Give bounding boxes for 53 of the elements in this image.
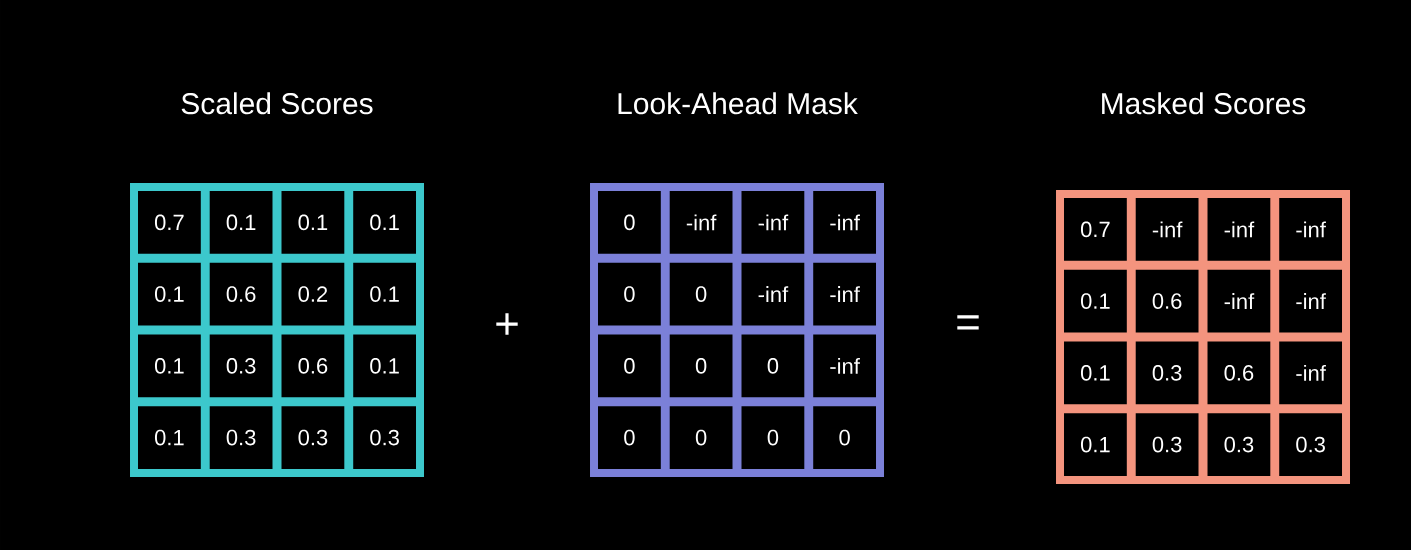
matrix-cell: 0 (598, 191, 661, 254)
matrix-cell: 0 (741, 406, 805, 469)
matrix-cell: 0.1 (209, 191, 273, 254)
operator-sign: = (957, 315, 979, 330)
matrix-cell: -inf (741, 262, 805, 326)
matrix-cell: 0.1 (353, 334, 416, 398)
matrix-cell: 0.7 (1064, 198, 1127, 261)
matrix-cell: 0.3 (353, 406, 416, 469)
matrix-cell: -inf (1207, 269, 1271, 333)
matrix-cell: 0.2 (281, 262, 345, 326)
matrix-cell: 0.1 (138, 334, 201, 398)
matrix-cell: 0.1 (1064, 413, 1127, 476)
matrix-cell: 0.3 (1135, 341, 1199, 405)
matrix-cell: -inf (741, 191, 805, 254)
matrix-cell: 0.6 (1207, 341, 1271, 405)
matrix-cell: 0.1 (1064, 341, 1127, 405)
matrix-cell: 0.1 (138, 406, 201, 469)
matrix-cell: 0 (741, 334, 805, 398)
matrix-cell: 0 (598, 334, 661, 398)
matrix-cell: -inf (813, 334, 876, 398)
matrix-cell: 0 (598, 406, 661, 469)
matrix-cell: 0.1 (353, 191, 416, 254)
matrix-cell: -inf (1279, 198, 1342, 261)
matrix-cell: 0.6 (1135, 269, 1199, 333)
matrix-cell: -inf (1135, 198, 1199, 261)
matrix-cell: 0.1 (138, 262, 201, 326)
matrix-cell: 0.7 (138, 191, 201, 254)
matrix-cell: 0.3 (1279, 413, 1342, 476)
matrix-cell: -inf (1207, 198, 1271, 261)
matrix-title: Scaled Scores (181, 92, 373, 115)
matrix-title: Masked Scores (1102, 92, 1306, 115)
matrix-cell: 0 (669, 406, 733, 469)
matrix-cell: 0.6 (281, 334, 345, 398)
matrix-cell: 0.1 (353, 262, 416, 326)
matrix-cell: 0.6 (209, 262, 273, 326)
matrix-cell: 0.3 (1135, 413, 1199, 476)
matrix-cell: 0 (669, 262, 733, 326)
matrix-cell: 0 (813, 406, 876, 469)
matrix-title: Look-Ahead Mask (618, 92, 858, 115)
matrix-cell: -inf (813, 191, 876, 254)
matrix-cell: 0 (598, 262, 661, 326)
matrix-cell: 0.3 (281, 406, 345, 469)
matrix-cell: 0.3 (1207, 413, 1271, 476)
matrix-cell: -inf (813, 262, 876, 326)
operator-sign: + (496, 313, 518, 335)
matrix-cell: 0.1 (1064, 269, 1127, 333)
matrix-cell: 0.1 (281, 191, 345, 254)
matrix-cell: -inf (1279, 269, 1342, 333)
matrix-cell: -inf (669, 191, 733, 254)
matrix-cell: 0 (669, 334, 733, 398)
matrix-cell: 0.3 (209, 334, 273, 398)
matrix-cell: -inf (1279, 341, 1342, 405)
matrix-cell: 0.3 (209, 406, 273, 469)
